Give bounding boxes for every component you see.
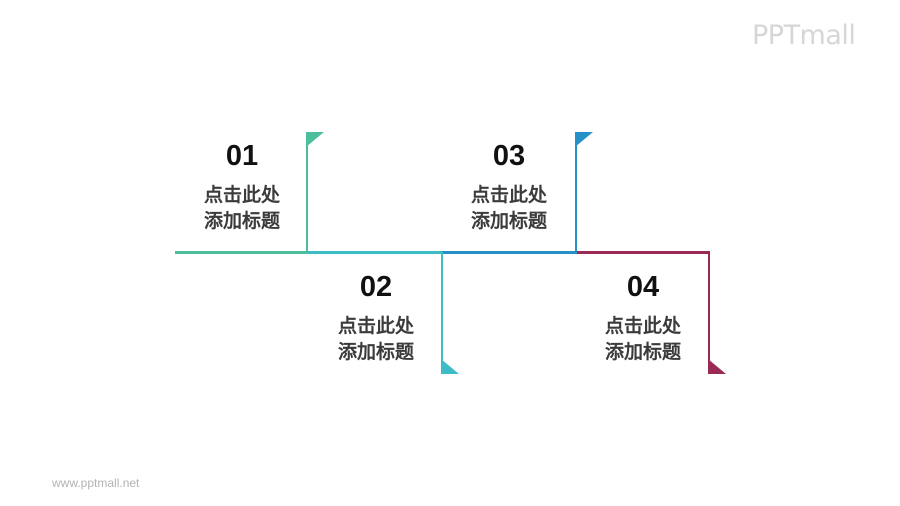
- pptmall-logo: PPTmall: [752, 20, 856, 51]
- step-title-line2: 添加标题: [203, 210, 280, 232]
- step-04: 04 点击此处 添加标题: [583, 271, 703, 365]
- flag-pole-02: [441, 252, 443, 374]
- flag-icon-04: [708, 359, 726, 374]
- step-01: 01 点击此处 添加标题: [182, 140, 302, 234]
- step-title-line1: 点击此处: [337, 315, 414, 337]
- step-02: 02 点击此处 添加标题: [316, 271, 436, 365]
- step-number: 04: [626, 271, 660, 303]
- timeline-segment-blue: [442, 251, 577, 254]
- timeline-segment-maroon: [577, 251, 710, 254]
- timeline-segment-green: [175, 251, 307, 254]
- flag-pole-04: [708, 252, 710, 374]
- step-title-line1: 点击此处: [604, 315, 681, 337]
- step-number: 01: [225, 140, 259, 172]
- flag-pole-01: [306, 132, 308, 253]
- flag-icon-01: [306, 132, 324, 147]
- step-number: 03: [492, 140, 526, 172]
- step-title-line2: 添加标题: [604, 341, 681, 363]
- step-title-line2: 添加标题: [470, 210, 547, 232]
- step-03: 03 点击此处 添加标题: [449, 140, 569, 234]
- step-title-line1: 点击此处: [203, 184, 280, 206]
- flag-pole-03: [575, 132, 577, 253]
- timeline-segment-teal: [307, 251, 442, 254]
- step-title-line2: 添加标题: [337, 341, 414, 363]
- step-title-line1: 点击此处: [470, 184, 547, 206]
- step-number: 02: [359, 271, 393, 303]
- flag-icon-03: [575, 132, 593, 147]
- flag-icon-02: [441, 359, 459, 374]
- watermark-url: www.pptmall.net: [52, 476, 140, 490]
